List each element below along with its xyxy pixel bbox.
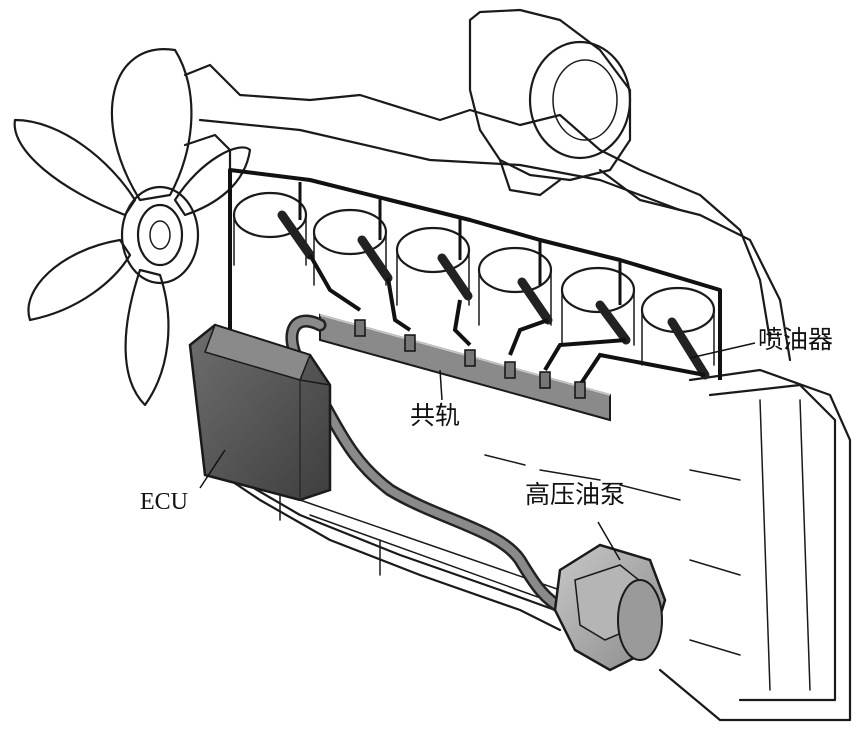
leader-lines <box>199 342 756 561</box>
injectors <box>277 210 710 380</box>
wiring-harness <box>228 168 722 380</box>
high-pressure-pump <box>553 543 667 672</box>
cylinders <box>232 191 716 366</box>
injector-label: 喷油器 <box>758 325 834 354</box>
fan <box>13 48 252 407</box>
flywheel-housing <box>658 368 852 722</box>
common-rail <box>319 313 611 422</box>
ecu-label: ECU <box>140 489 188 515</box>
turbo-housing <box>468 8 792 362</box>
common-rail-label: 共轨 <box>410 401 461 430</box>
engine-block <box>183 63 772 632</box>
injector-lines <box>308 254 706 387</box>
ecu-unit <box>188 323 332 502</box>
high-pressure-pump-label: 高压油泵 <box>525 480 626 509</box>
